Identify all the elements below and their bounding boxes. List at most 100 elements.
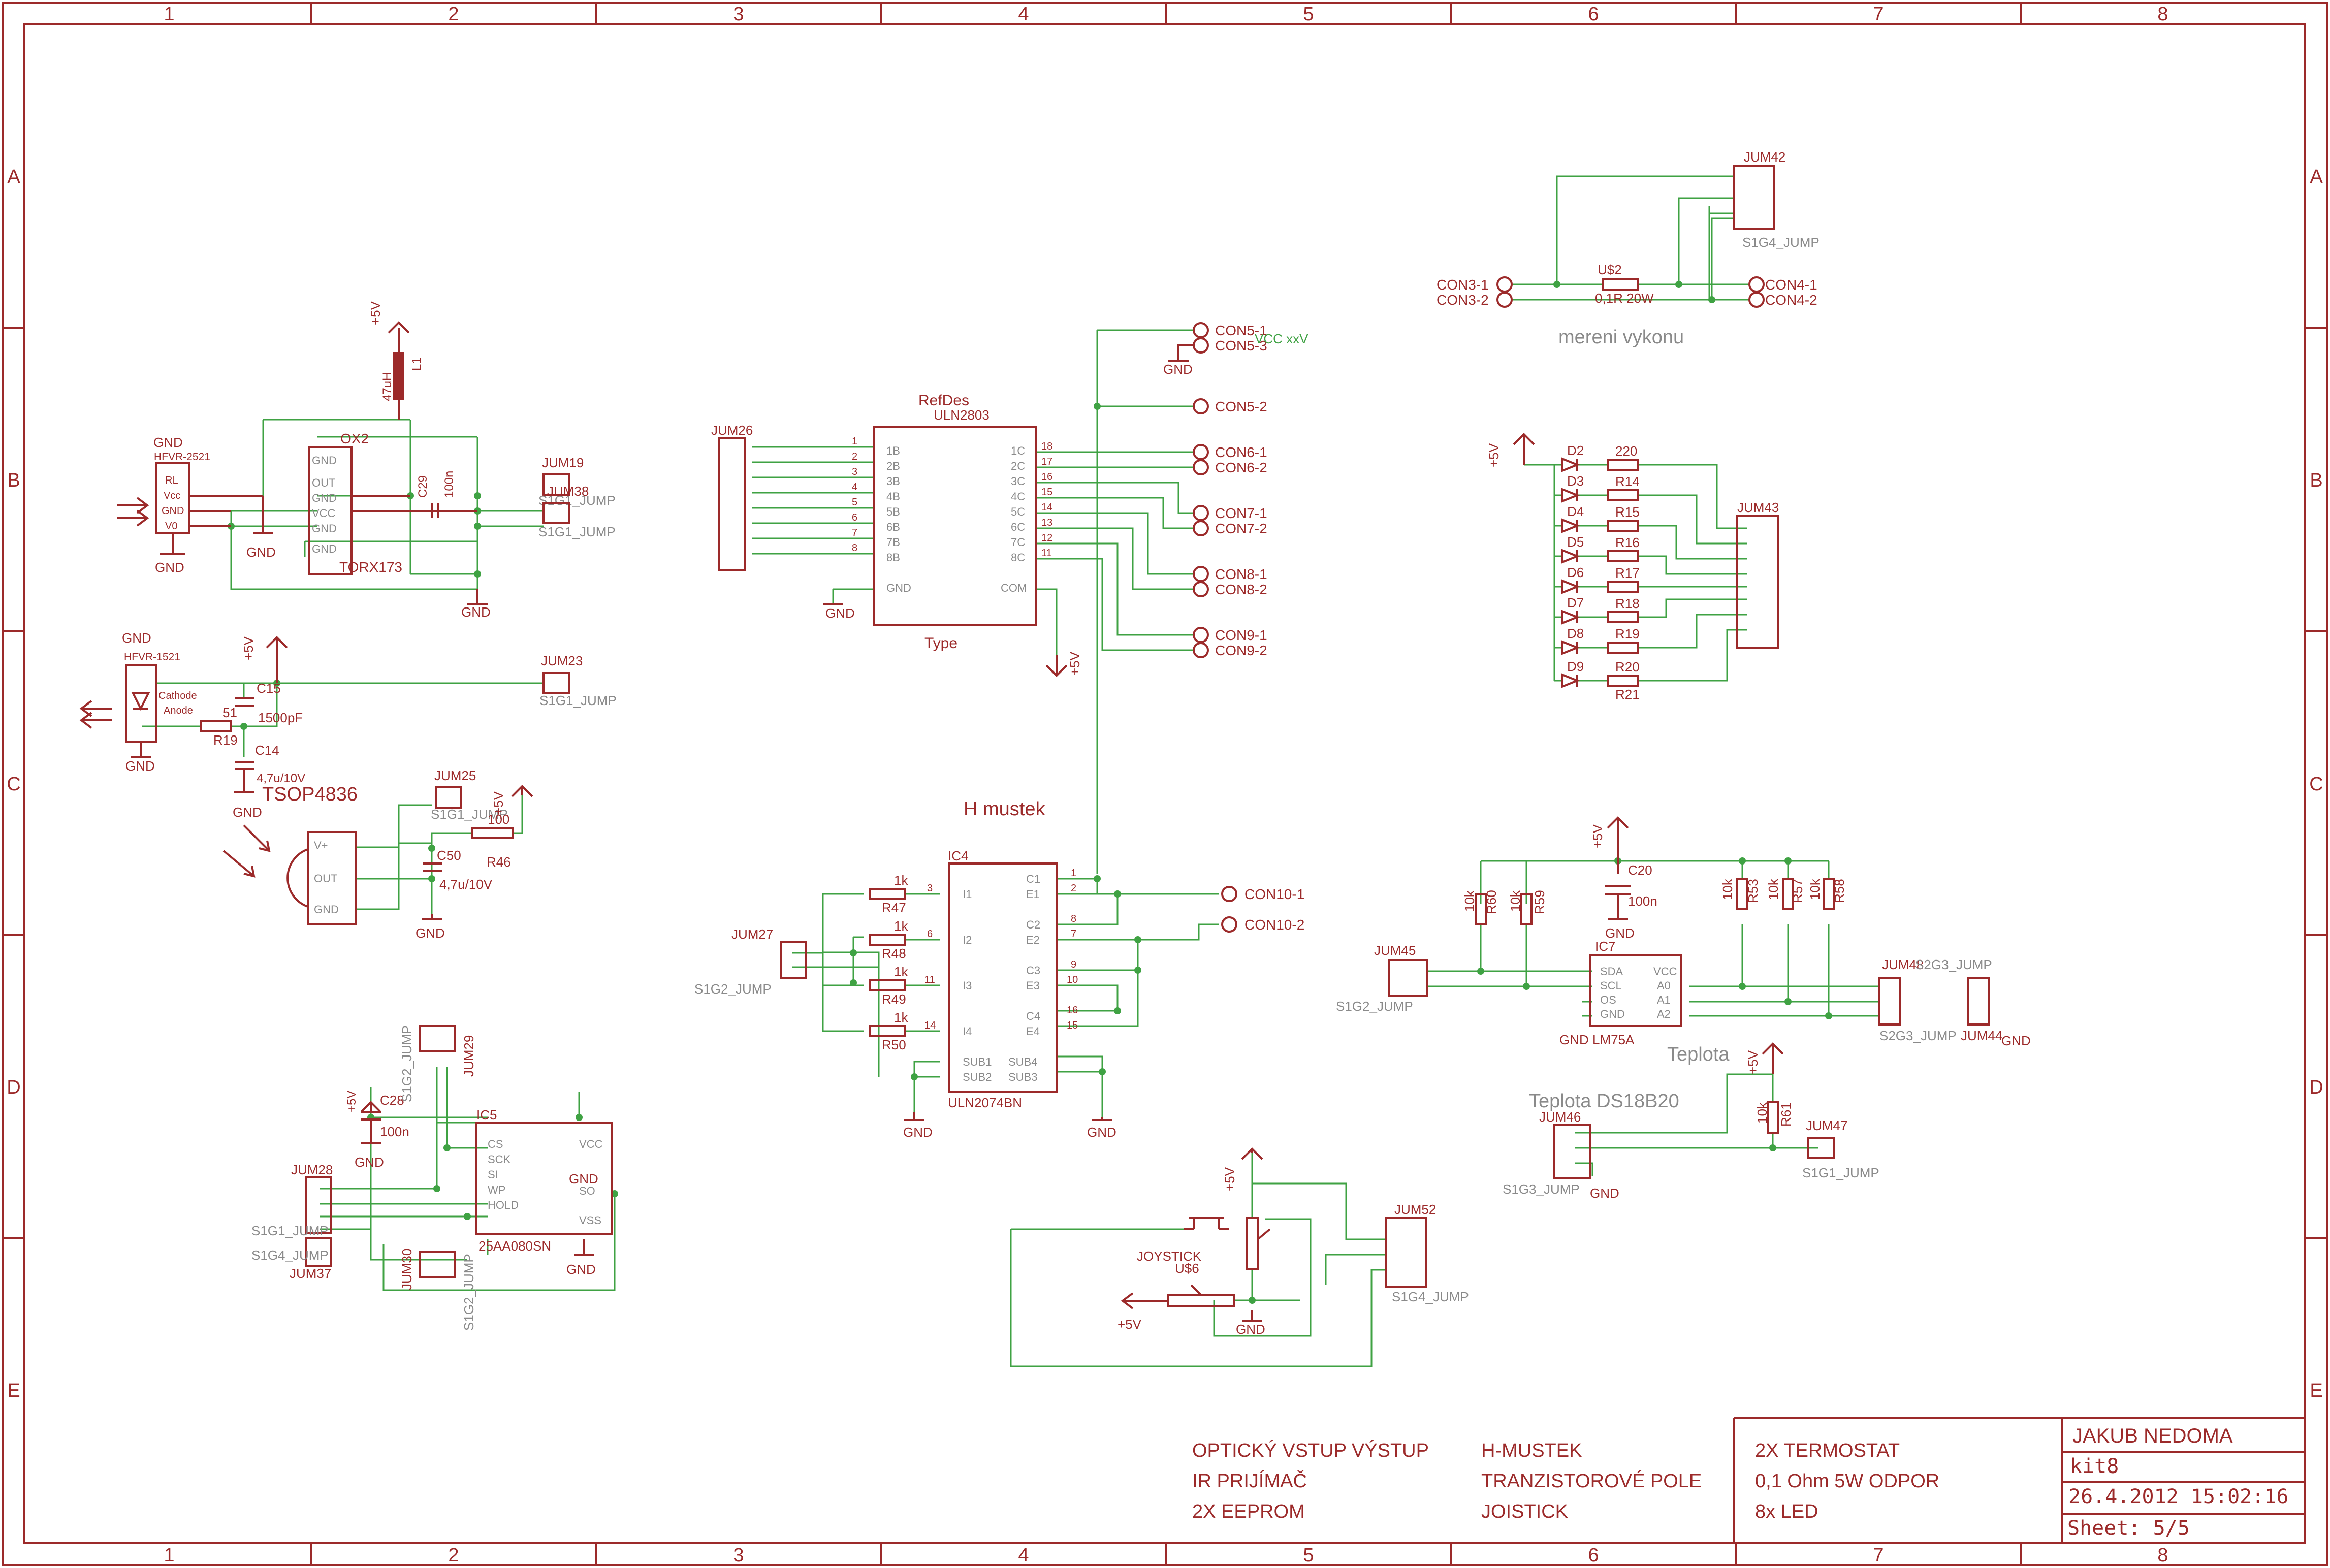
- led-d5: D5: [1567, 534, 1584, 550]
- jum25-connector[interactable]: [435, 786, 462, 809]
- footer-resistor: 0,1 Ohm 5W ODPOR: [1755, 1470, 1939, 1492]
- grid-col-3-bottom: 3: [733, 1545, 744, 1566]
- con6-1-pad[interactable]: [1193, 444, 1209, 460]
- r61-label: R61: [1778, 1102, 1794, 1127]
- jum27-connector[interactable]: [780, 941, 807, 979]
- hfvr-gnd-net: GND: [246, 545, 276, 560]
- con4-1-pad[interactable]: [1748, 276, 1765, 293]
- con4-2-pad[interactable]: [1748, 292, 1765, 308]
- c50-value: 4,7u/10V: [439, 877, 493, 892]
- shunt-resistor: [1602, 278, 1639, 291]
- lm75-sda: SDA: [1600, 965, 1623, 978]
- uln-pin-7: 7: [852, 527, 857, 538]
- con10-2-pad[interactable]: [1221, 916, 1237, 933]
- grid-col-4-top: 4: [1018, 4, 1029, 25]
- ps1-potentiometer[interactable]: [1246, 1217, 1259, 1270]
- h-pin-8: 8: [1071, 913, 1076, 924]
- con7-1-pad[interactable]: [1193, 505, 1209, 521]
- hfvr2521-label: HFVR-2521: [154, 451, 210, 463]
- jum19-connector[interactable]: [542, 473, 570, 496]
- con9-2-pad[interactable]: [1193, 642, 1209, 658]
- con3-2-pad[interactable]: [1496, 292, 1513, 308]
- con5-1-pad[interactable]: [1193, 322, 1209, 338]
- uln-8b: 8B: [886, 551, 900, 564]
- power-measurement-section: CON3-1 CON3-2 CON4-1 CON4-2 U$2 0,1R 20W…: [1437, 149, 1820, 348]
- uln2803-label: ULN2803: [934, 407, 990, 423]
- h-pin-7: 7: [1071, 929, 1076, 940]
- jum44-connector[interactable]: [1967, 977, 1990, 1026]
- jum48-connector[interactable]: [1878, 977, 1901, 1026]
- h-pin-1: 1: [1071, 868, 1076, 879]
- jum28-connector[interactable]: [305, 1176, 332, 1234]
- con8-1-pad[interactable]: [1193, 566, 1209, 582]
- con6-2-pad[interactable]: [1193, 459, 1209, 475]
- con5-3-label: CON5-3: [1215, 338, 1267, 354]
- led-section: D2 D3 D4 D5 D6 D7 D8 D9 220 R14 R15 R16 …: [1486, 433, 1779, 702]
- h-pin-14: 14: [924, 1020, 936, 1031]
- grid-row-d-left: D: [7, 1077, 20, 1098]
- con9-1-pad[interactable]: [1193, 627, 1209, 643]
- ds18b20-section: Teplota DS18B20 JUM46 S1G3_JUMP GND 10k …: [1503, 1042, 1879, 1201]
- h-sub2: SUB2: [963, 1071, 992, 1083]
- uln-3c: 3C: [1011, 475, 1025, 488]
- jum29-connector[interactable]: [419, 1025, 456, 1052]
- h-pin-9: 9: [1071, 959, 1076, 970]
- r48-value: 1k: [894, 918, 908, 934]
- jum43-connector[interactable]: [1736, 515, 1779, 649]
- jum38-connector[interactable]: [542, 502, 570, 524]
- h-sub4: SUB4: [1008, 1055, 1037, 1068]
- jum26-connector[interactable]: [718, 437, 746, 571]
- hfvr-gnd-pin: GND: [162, 505, 184, 517]
- con10-1-label: CON10-1: [1244, 886, 1304, 902]
- jum30-type: S1G2_JUMP: [461, 1254, 476, 1331]
- jum30-connector[interactable]: [419, 1251, 456, 1278]
- jum23-connector[interactable]: [542, 672, 570, 694]
- h-e1: E1: [1026, 888, 1040, 901]
- r58-resistor: [1823, 878, 1835, 910]
- h-c4: C4: [1026, 1010, 1040, 1022]
- jum42-connector[interactable]: [1733, 165, 1775, 230]
- r53-value: 10k: [1720, 878, 1735, 900]
- h-sub1: SUB1: [963, 1055, 992, 1068]
- con5-3-pad[interactable]: [1193, 337, 1209, 354]
- jum52-connector[interactable]: [1385, 1217, 1427, 1288]
- grid-col-4-bottom: 4: [1018, 1545, 1029, 1566]
- con8-2-pad[interactable]: [1193, 581, 1209, 597]
- ox2-gnd2-pin: GND: [312, 492, 337, 504]
- r59-value: 10k: [1508, 890, 1523, 912]
- r53-label: R53: [1745, 879, 1761, 903]
- uln-pin-18: 18: [1041, 441, 1052, 452]
- led-r-label-7: R20: [1615, 659, 1640, 675]
- row-dividers: [3, 327, 2327, 1239]
- grid-col-5-top: 5: [1303, 4, 1314, 25]
- jum45-connector[interactable]: [1388, 959, 1428, 997]
- uln-1b: 1B: [886, 444, 900, 457]
- r60-label: R60: [1484, 890, 1499, 914]
- con10-1-pad[interactable]: [1221, 886, 1237, 902]
- cathode-label: Cathode: [158, 690, 197, 701]
- led-r-label-4: R17: [1615, 565, 1640, 581]
- h-c1: C1: [1026, 873, 1040, 885]
- con7-2-pad[interactable]: [1193, 520, 1209, 536]
- jum47-connector[interactable]: [1807, 1137, 1835, 1159]
- jum37-connector[interactable]: [305, 1237, 332, 1267]
- r47-label: R47: [882, 900, 906, 915]
- lm75-os: OS: [1600, 994, 1616, 1006]
- uln-6b: 6B: [886, 521, 900, 533]
- ps2-potentiometer[interactable]: [1167, 1294, 1235, 1307]
- r57-label: R57: [1790, 879, 1805, 903]
- jum28-label: JUM28: [291, 1162, 333, 1177]
- jum23-type: S1G1_JUMP: [539, 693, 617, 708]
- jum46-connector[interactable]: [1553, 1124, 1591, 1179]
- uln-gnd-net: GND: [825, 605, 855, 621]
- hfvr1521-label: HFVR-1521: [124, 651, 180, 663]
- led-resistors: [1607, 459, 1639, 687]
- uln-plus5: +5V: [1067, 651, 1082, 676]
- uln-pin-14: 14: [1041, 502, 1052, 513]
- led-d9: D9: [1567, 659, 1584, 674]
- r49-resistor: [869, 979, 906, 991]
- ox2-vcc-pin: VCC: [312, 507, 336, 520]
- con5-2-pad[interactable]: [1193, 398, 1209, 414]
- u2-label: U$2: [1598, 262, 1622, 277]
- con3-1-pad[interactable]: [1496, 276, 1513, 293]
